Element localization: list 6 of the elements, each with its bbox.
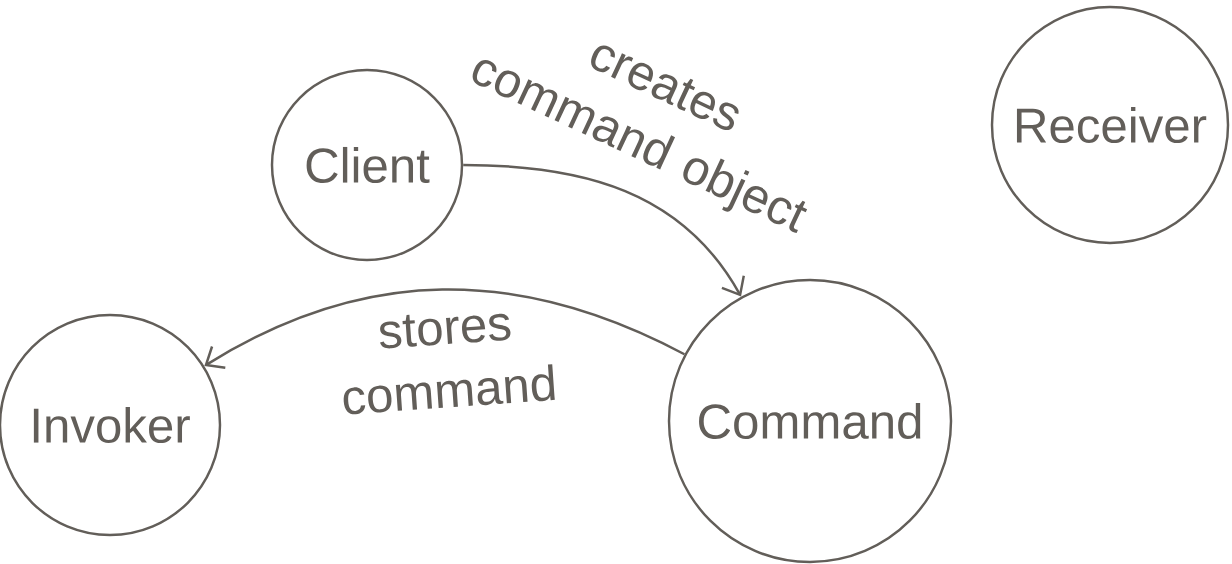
arrow — [204, 288, 685, 369]
circle-node: Command — [667, 278, 953, 564]
circle-node: Receiver — [990, 5, 1230, 245]
edge-label: stores command — [343, 313, 555, 415]
arrow — [463, 163, 745, 297]
circle-node: Client — [270, 68, 464, 262]
